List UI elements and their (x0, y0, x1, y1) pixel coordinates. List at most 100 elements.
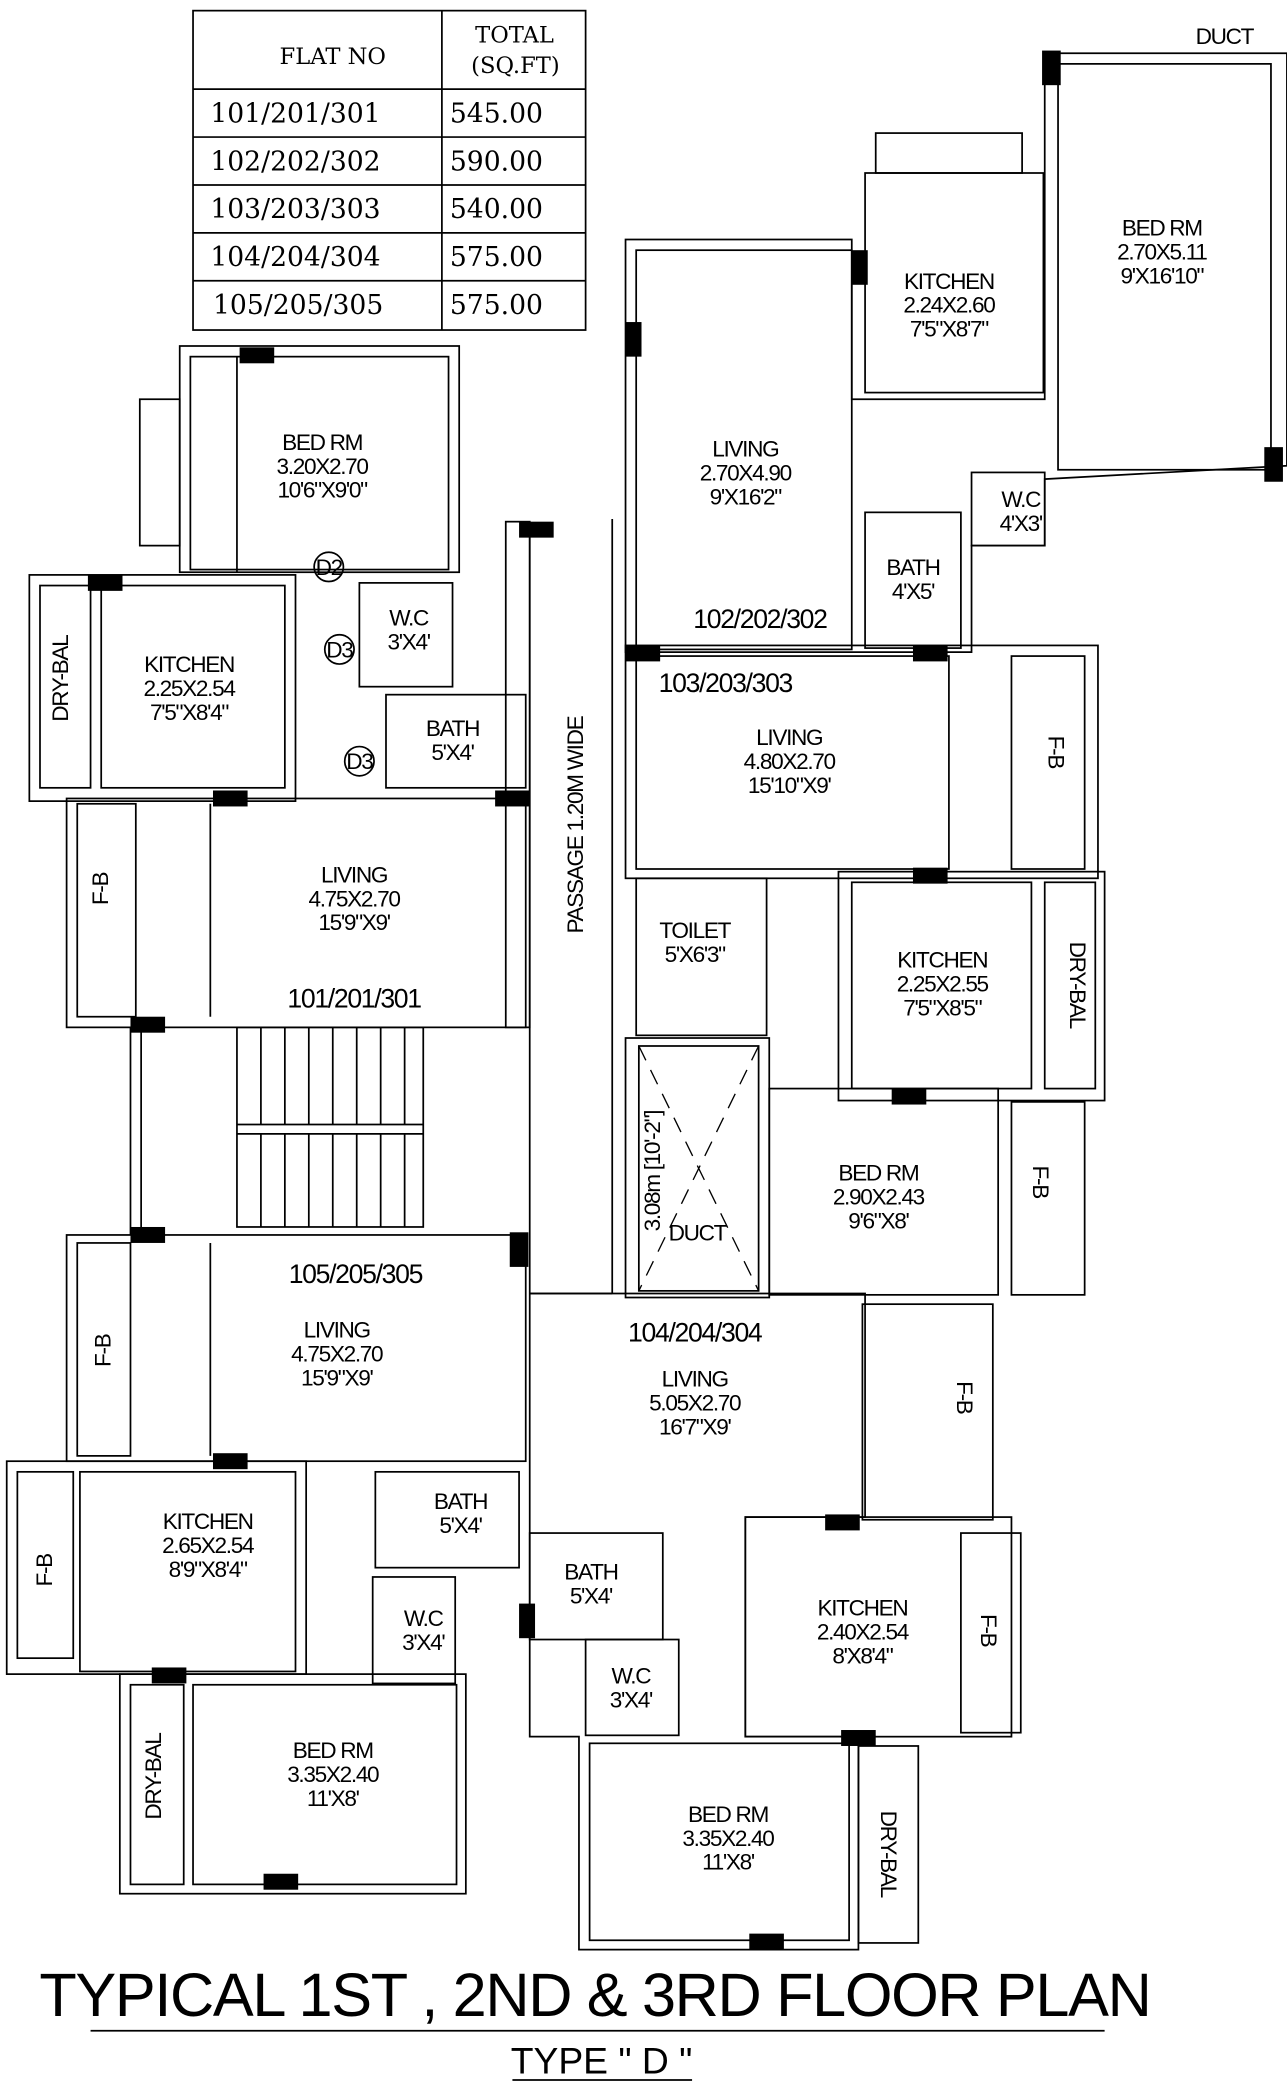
door-marker-d3 (343, 745, 375, 777)
room-label-text: BED RM (838, 1160, 918, 1185)
duct-label: DUCT (1196, 24, 1255, 49)
flat-104-label: 104/204/304 (628, 1317, 763, 1347)
room-101-wc: W.C3'X4' (388, 605, 433, 654)
room-label-text: W.C (389, 605, 429, 630)
room-label-text: 9'X16'10" (1121, 263, 1205, 288)
room-label-text: 5.05X2.70 (649, 1391, 741, 1416)
flower-bed-label: F-B (91, 1334, 116, 1367)
room-label-text: 9'X16'2" (710, 484, 783, 509)
dry-balcony-label: DRY-BAL (48, 635, 73, 722)
room-label-text: BED RM (293, 1738, 373, 1763)
room-label-text: 2.25X2.55 (897, 971, 989, 996)
room-label-text: W.C (611, 1663, 651, 1688)
room-label-text: 15'9"X9' (301, 1365, 373, 1390)
room-label-text: 4.75X2.70 (291, 1341, 383, 1366)
door-marker-d2 (313, 551, 345, 583)
passage-label: PASSAGE 1.20M WIDE (563, 715, 588, 933)
flower-bed-label: F-B (88, 873, 113, 906)
room-label-text: 3.35X2.40 (287, 1762, 379, 1787)
row-area: 575.00 (450, 290, 543, 321)
room-label-text: 2.24X2.60 (903, 293, 995, 318)
room-label-text: D2 (316, 555, 343, 580)
room-label-text: 3.20X2.70 (277, 454, 369, 479)
flower-bed-label: F-B (32, 1554, 57, 1587)
room-label-text: 8'X8'4" (832, 1643, 893, 1668)
room-label-text: 11'X8' (307, 1786, 360, 1811)
room-label-text: 2.65X2.54 (162, 1533, 254, 1558)
room-label-text: D3 (326, 637, 353, 662)
staircase (236, 1026, 425, 1228)
room-label-text: 3'X4' (610, 1687, 653, 1712)
room-102-wc: W.C4'X3' (1000, 487, 1045, 536)
row-flat: 101/201/301 (210, 98, 380, 129)
duct-label: DUCT (669, 1220, 728, 1245)
room-label-text: W.C (1001, 487, 1041, 512)
door-marker-d3 (323, 633, 355, 665)
room-label-text: 11'X8' (702, 1850, 755, 1875)
room-label-text: LIVING (662, 1367, 728, 1392)
flower-bed-label: F-B (976, 1614, 1001, 1647)
room-label-text: BATH (886, 555, 939, 580)
room-label-text: 4'X3' (1000, 511, 1043, 536)
flower-bed-label: F-B (1044, 736, 1069, 769)
room-label-text: KITCHEN (817, 1596, 907, 1621)
row-area: 540.00 (450, 194, 543, 225)
room-label-text: W.C (404, 1606, 444, 1631)
room-label-text: 2.40X2.54 (817, 1620, 909, 1645)
row-area: 590.00 (450, 146, 543, 177)
header-total: TOTAL (475, 23, 554, 49)
row-flat: 104/204/304 (210, 242, 380, 273)
room-label-text: 2.25X2.54 (143, 676, 235, 701)
flat-labels: 101/201/301 102/202/302 103/203/303 104/… (287, 604, 828, 1347)
room-label-text: 7'5"X8'7" (910, 317, 989, 342)
room-102-bed: BED RM2.70X5.119'X16'10" (1117, 216, 1209, 289)
duct-shaft (637, 1045, 760, 1292)
room-label-text: KITCHEN (144, 652, 234, 677)
flat-105-label: 105/205/305 (289, 1259, 423, 1289)
room-label-text: BED RM (688, 1802, 768, 1827)
room-label-text: 16'7"X9' (659, 1415, 731, 1440)
header-sqft: (SQ.FT) (471, 53, 560, 79)
room-label-text: KITCHEN (163, 1509, 253, 1534)
room-label-text: BATH (564, 1560, 617, 1585)
room-label-text: LIVING (321, 862, 387, 887)
header-flat-no: FLAT NO (280, 44, 386, 70)
room-103-bed: BED RM2.90X2.439'6"X8' (833, 1160, 926, 1233)
dry-balcony-label: DRY-BAL (141, 1733, 166, 1820)
room-label-text: 5'X4' (431, 740, 474, 765)
room-label-text: 4.75X2.70 (308, 886, 400, 911)
row-area: 545.00 (450, 98, 543, 129)
room-label-text: 3'X4' (388, 629, 431, 654)
flower-bed-label: F-B (952, 1381, 977, 1414)
room-label-text: TOILET (659, 918, 731, 943)
room-label-text: 4'X5' (892, 579, 935, 604)
room-label-text: 4.80X2.70 (744, 749, 836, 774)
door-markers: D2 D3 D3 (313, 551, 375, 777)
room-label-text: 2.70X4.90 (700, 460, 792, 485)
room-label-text: 2.70X5.11 (1117, 240, 1207, 265)
room-label-text: BED RM (282, 430, 362, 455)
dry-balcony-label: DRY-BAL (876, 1811, 901, 1898)
row-flat: 103/203/303 (210, 194, 380, 225)
plan-title: TYPICAL 1ST , 2ND & 3RD FLOOR PLAN (39, 1961, 1150, 2029)
room-label-text: LIVING (756, 725, 822, 750)
room-label-text: 5'X4' (570, 1584, 613, 1609)
room-label-text: 3'X4' (402, 1630, 445, 1655)
room-label-text: BATH (426, 716, 479, 741)
